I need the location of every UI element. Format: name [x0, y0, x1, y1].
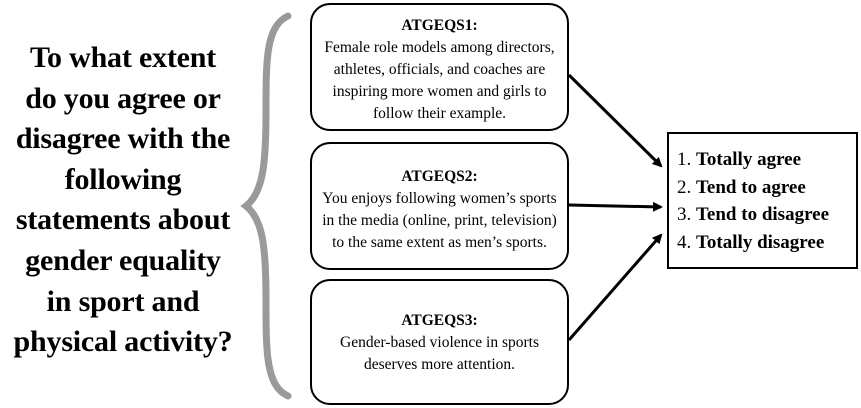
arrow-s2	[568, 201, 663, 212]
question-line: To what extent	[29, 41, 217, 74]
option-label: Tend to agree	[696, 176, 806, 198]
statement-code: ATGEQS2:	[401, 168, 478, 185]
statement-line: to the same extent as men’s sports.	[332, 234, 547, 251]
question-line: in sport and	[46, 284, 200, 318]
curly-brace	[240, 12, 292, 400]
question-line: do you agree or	[25, 81, 221, 115]
option-label: Tend to disagree	[696, 204, 830, 225]
statement-line: Gender-based violence in sports	[340, 334, 539, 351]
question-line: gender equality	[25, 243, 221, 277]
statement-line: You enjoys following women’s sports	[322, 190, 557, 207]
question-line: following	[64, 162, 182, 196]
response-option-2: 2. Tend to agree	[677, 174, 856, 202]
option-number: 1.	[677, 149, 692, 170]
arrow-s1	[567, 73, 663, 168]
arrow-s3	[567, 233, 663, 341]
statement-box-1: ATGEQS1: Female role models among direct…	[310, 3, 569, 131]
statement-code: ATGEQS3:	[401, 312, 478, 329]
option-number: 3.	[677, 204, 692, 225]
question-text: To what extent do you agree or disagree …	[0, 38, 246, 363]
response-options-box: 1. Totally agree 2. Tend to agree 3. Ten…	[667, 132, 858, 269]
question-line: statements about	[15, 203, 231, 237]
statement-line: follow their example.	[373, 105, 506, 122]
statement-line: deserves more attention.	[363, 356, 516, 373]
statement-box-3: ATGEQS3: Gender-based violence in sports…	[310, 279, 569, 405]
statement-line: in the media (online, print, television)	[322, 212, 557, 229]
response-option-1: 1. Totally agree	[677, 146, 856, 174]
option-label: Totally agree	[696, 149, 802, 170]
option-number: 4.	[677, 231, 692, 253]
question-line: physical activity?	[13, 325, 233, 359]
question-line: disagree with the	[15, 122, 231, 156]
option-label: Totally disagree	[696, 231, 825, 253]
statement-code: ATGEQS1:	[401, 17, 478, 34]
statement-line: athletes, officials, and coaches are	[333, 61, 546, 78]
statement-line: inspiring more women and girls to	[332, 83, 547, 100]
response-option-4: 4. Totally disagree	[677, 229, 856, 257]
option-number: 2.	[677, 176, 692, 198]
statement-box-2: ATGEQS2: You enjoys following women’s sp…	[310, 142, 569, 270]
statement-line: Female role models among directors,	[324, 39, 555, 56]
response-option-3: 3. Tend to disagree	[677, 201, 856, 229]
